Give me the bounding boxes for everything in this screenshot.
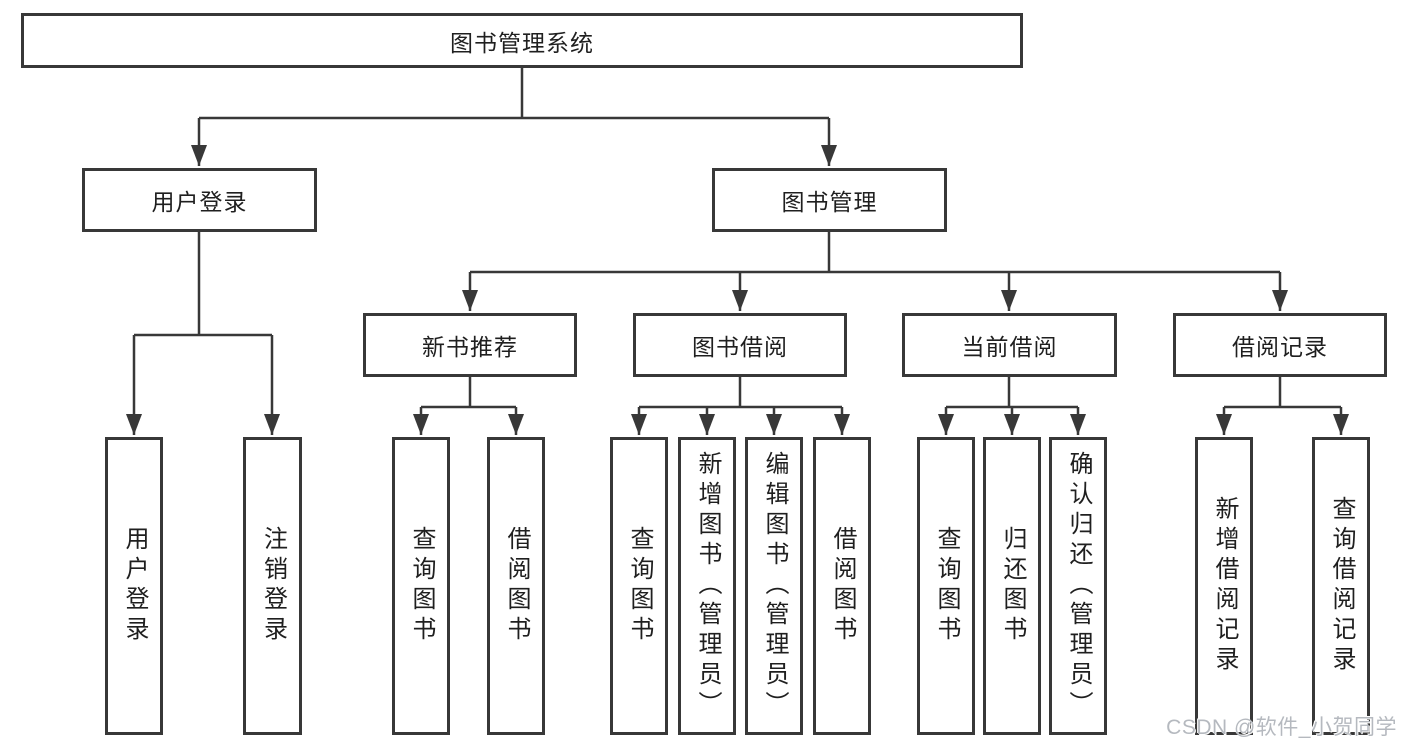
connector-user-login-split bbox=[134, 232, 272, 337]
node-new-book-recommend: 新书推荐 bbox=[363, 313, 577, 377]
leaf-borrow-books: 借阅图书 bbox=[813, 437, 871, 735]
node-book-management: 图书管理 bbox=[712, 168, 947, 232]
leaf-confirm-return-admin: 确认归还（管理员） bbox=[1049, 437, 1107, 735]
node-library-system: 图书管理系统 bbox=[21, 13, 1023, 68]
leaf-edit-book-admin: 编辑图书（管理员） bbox=[745, 437, 803, 735]
watermark: CSDN @软件_小贺同学 bbox=[1166, 716, 1397, 739]
connector-new-book-split bbox=[421, 377, 516, 409]
connector-book-borrow-split bbox=[639, 377, 842, 409]
node-current-borrow: 当前借阅 bbox=[902, 313, 1117, 377]
leaf-query-books-recommend: 查询图书 bbox=[392, 437, 450, 735]
leaf-add-book-admin: 新增图书（管理员） bbox=[678, 437, 736, 735]
leaf-borrow-books-recommend: 借阅图书 bbox=[487, 437, 545, 735]
leaf-query-books-current: 查询图书 bbox=[917, 437, 975, 735]
node-book-borrow: 图书借阅 bbox=[633, 313, 847, 377]
leaf-logout: 注销登录 bbox=[243, 437, 302, 735]
connector-borrow-record-split bbox=[1224, 377, 1341, 409]
leaf-query-borrow-record: 查询借阅记录 bbox=[1312, 437, 1370, 735]
leaf-add-borrow-record: 新增借阅记录 bbox=[1195, 437, 1253, 735]
connector-book-mgmt-split bbox=[470, 232, 1280, 274]
leaf-return-book: 归还图书 bbox=[983, 437, 1041, 735]
connector-root-split bbox=[199, 68, 829, 120]
connector-current-borrow-split bbox=[946, 377, 1078, 409]
node-user-login: 用户登录 bbox=[82, 168, 317, 232]
leaf-query-books-borrow: 查询图书 bbox=[610, 437, 668, 735]
node-borrow-records: 借阅记录 bbox=[1173, 313, 1387, 377]
leaf-user-login: 用户登录 bbox=[105, 437, 163, 735]
